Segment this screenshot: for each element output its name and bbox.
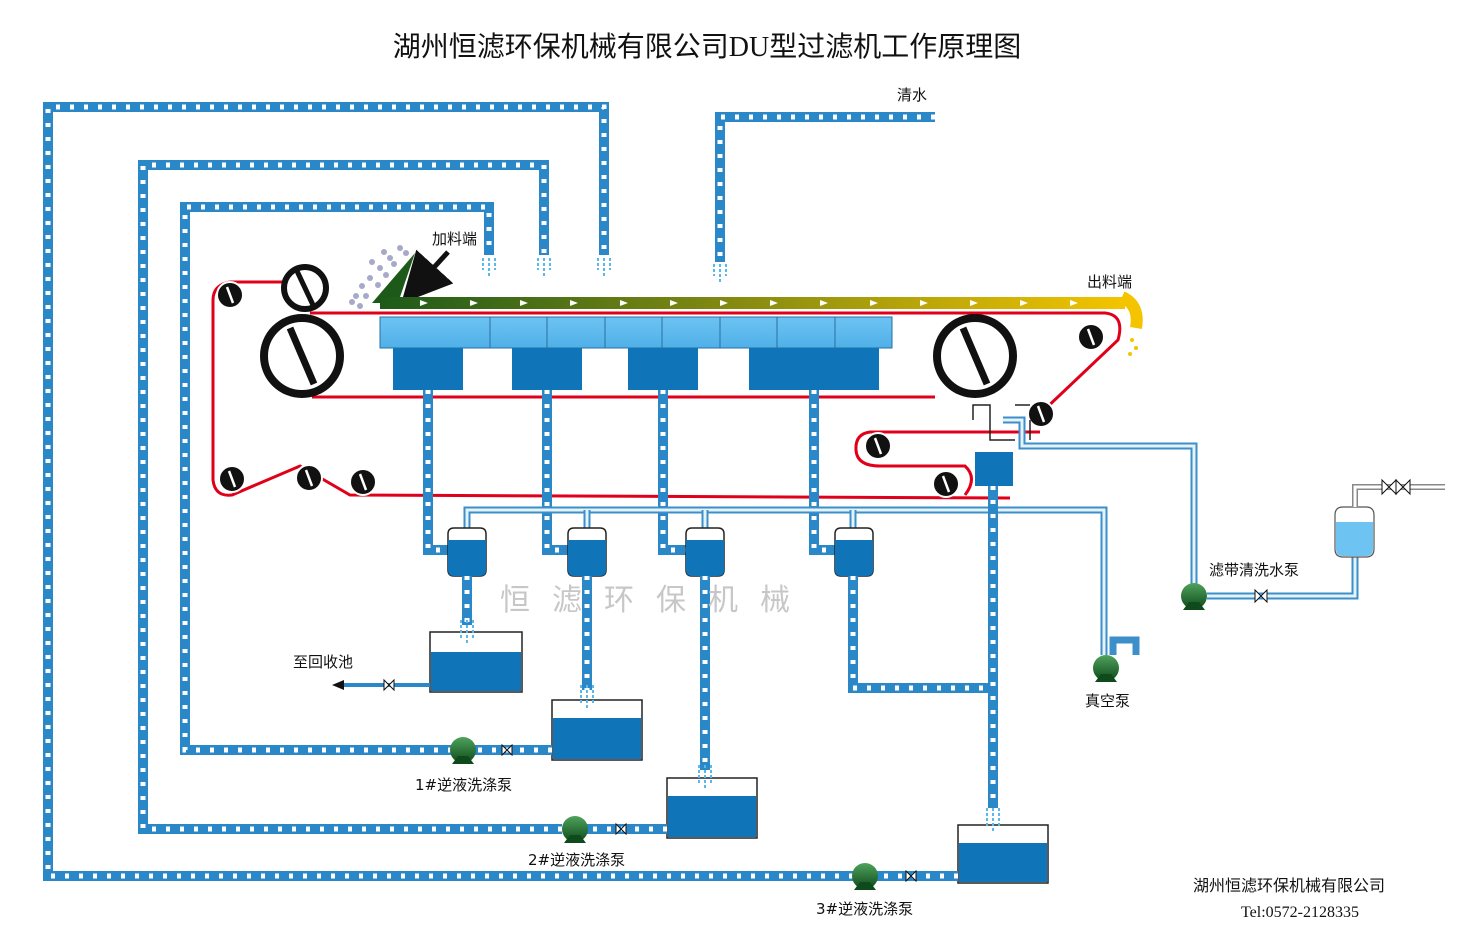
pump-2-label: 2#逆液洗涤泵	[528, 851, 625, 869]
page-title: 湖州恒滤环保机械有限公司DU型过滤机工作原理图	[393, 31, 1021, 63]
drain-pipes	[423, 390, 837, 555]
clean-water-label: 清水	[897, 86, 927, 104]
vacuum-boxes	[379, 316, 893, 390]
discharge-end-label: 出料端	[1087, 273, 1132, 291]
vacuum-pump-label: 真空泵	[1085, 692, 1130, 710]
pump-suction	[475, 743, 958, 883]
belt-wash-tray	[972, 404, 1198, 590]
vacuum-line	[463, 506, 1140, 655]
pump-3-label: 3#逆液洗涤泵	[816, 900, 913, 918]
spray-nozzles	[482, 258, 727, 282]
feed-hopper	[349, 245, 454, 309]
pump-3-icon	[852, 863, 878, 890]
belt-wash-pump-label: 滤带清洗水泵	[1209, 561, 1299, 579]
footer-company: 湖州恒滤环保机械有限公司	[1193, 877, 1385, 895]
footer-tel: Tel:0572-2128335	[1241, 904, 1359, 921]
receivers	[447, 527, 874, 577]
pump-2-icon	[562, 816, 588, 843]
pump-1-label: 1#逆液洗涤泵	[415, 776, 512, 794]
filter-cake	[380, 291, 1143, 356]
recovery-outlet	[332, 678, 430, 692]
watermark: 恒滤环保机械	[500, 583, 812, 618]
rollers	[216, 264, 1105, 498]
receiver-outlets	[462, 486, 998, 808]
pumps	[450, 583, 1207, 890]
belt-wash-pump-icon	[1181, 583, 1207, 610]
wash-pipes	[43, 102, 935, 881]
tanks	[429, 631, 1049, 884]
feed-end-label: 加料端	[432, 230, 477, 248]
pump-1-icon	[450, 737, 476, 764]
drops	[460, 620, 1000, 832]
vacuum-pump-icon	[1093, 655, 1119, 682]
to-recovery-label: 至回收池	[293, 653, 353, 671]
belt-wash-supply	[1207, 478, 1445, 604]
